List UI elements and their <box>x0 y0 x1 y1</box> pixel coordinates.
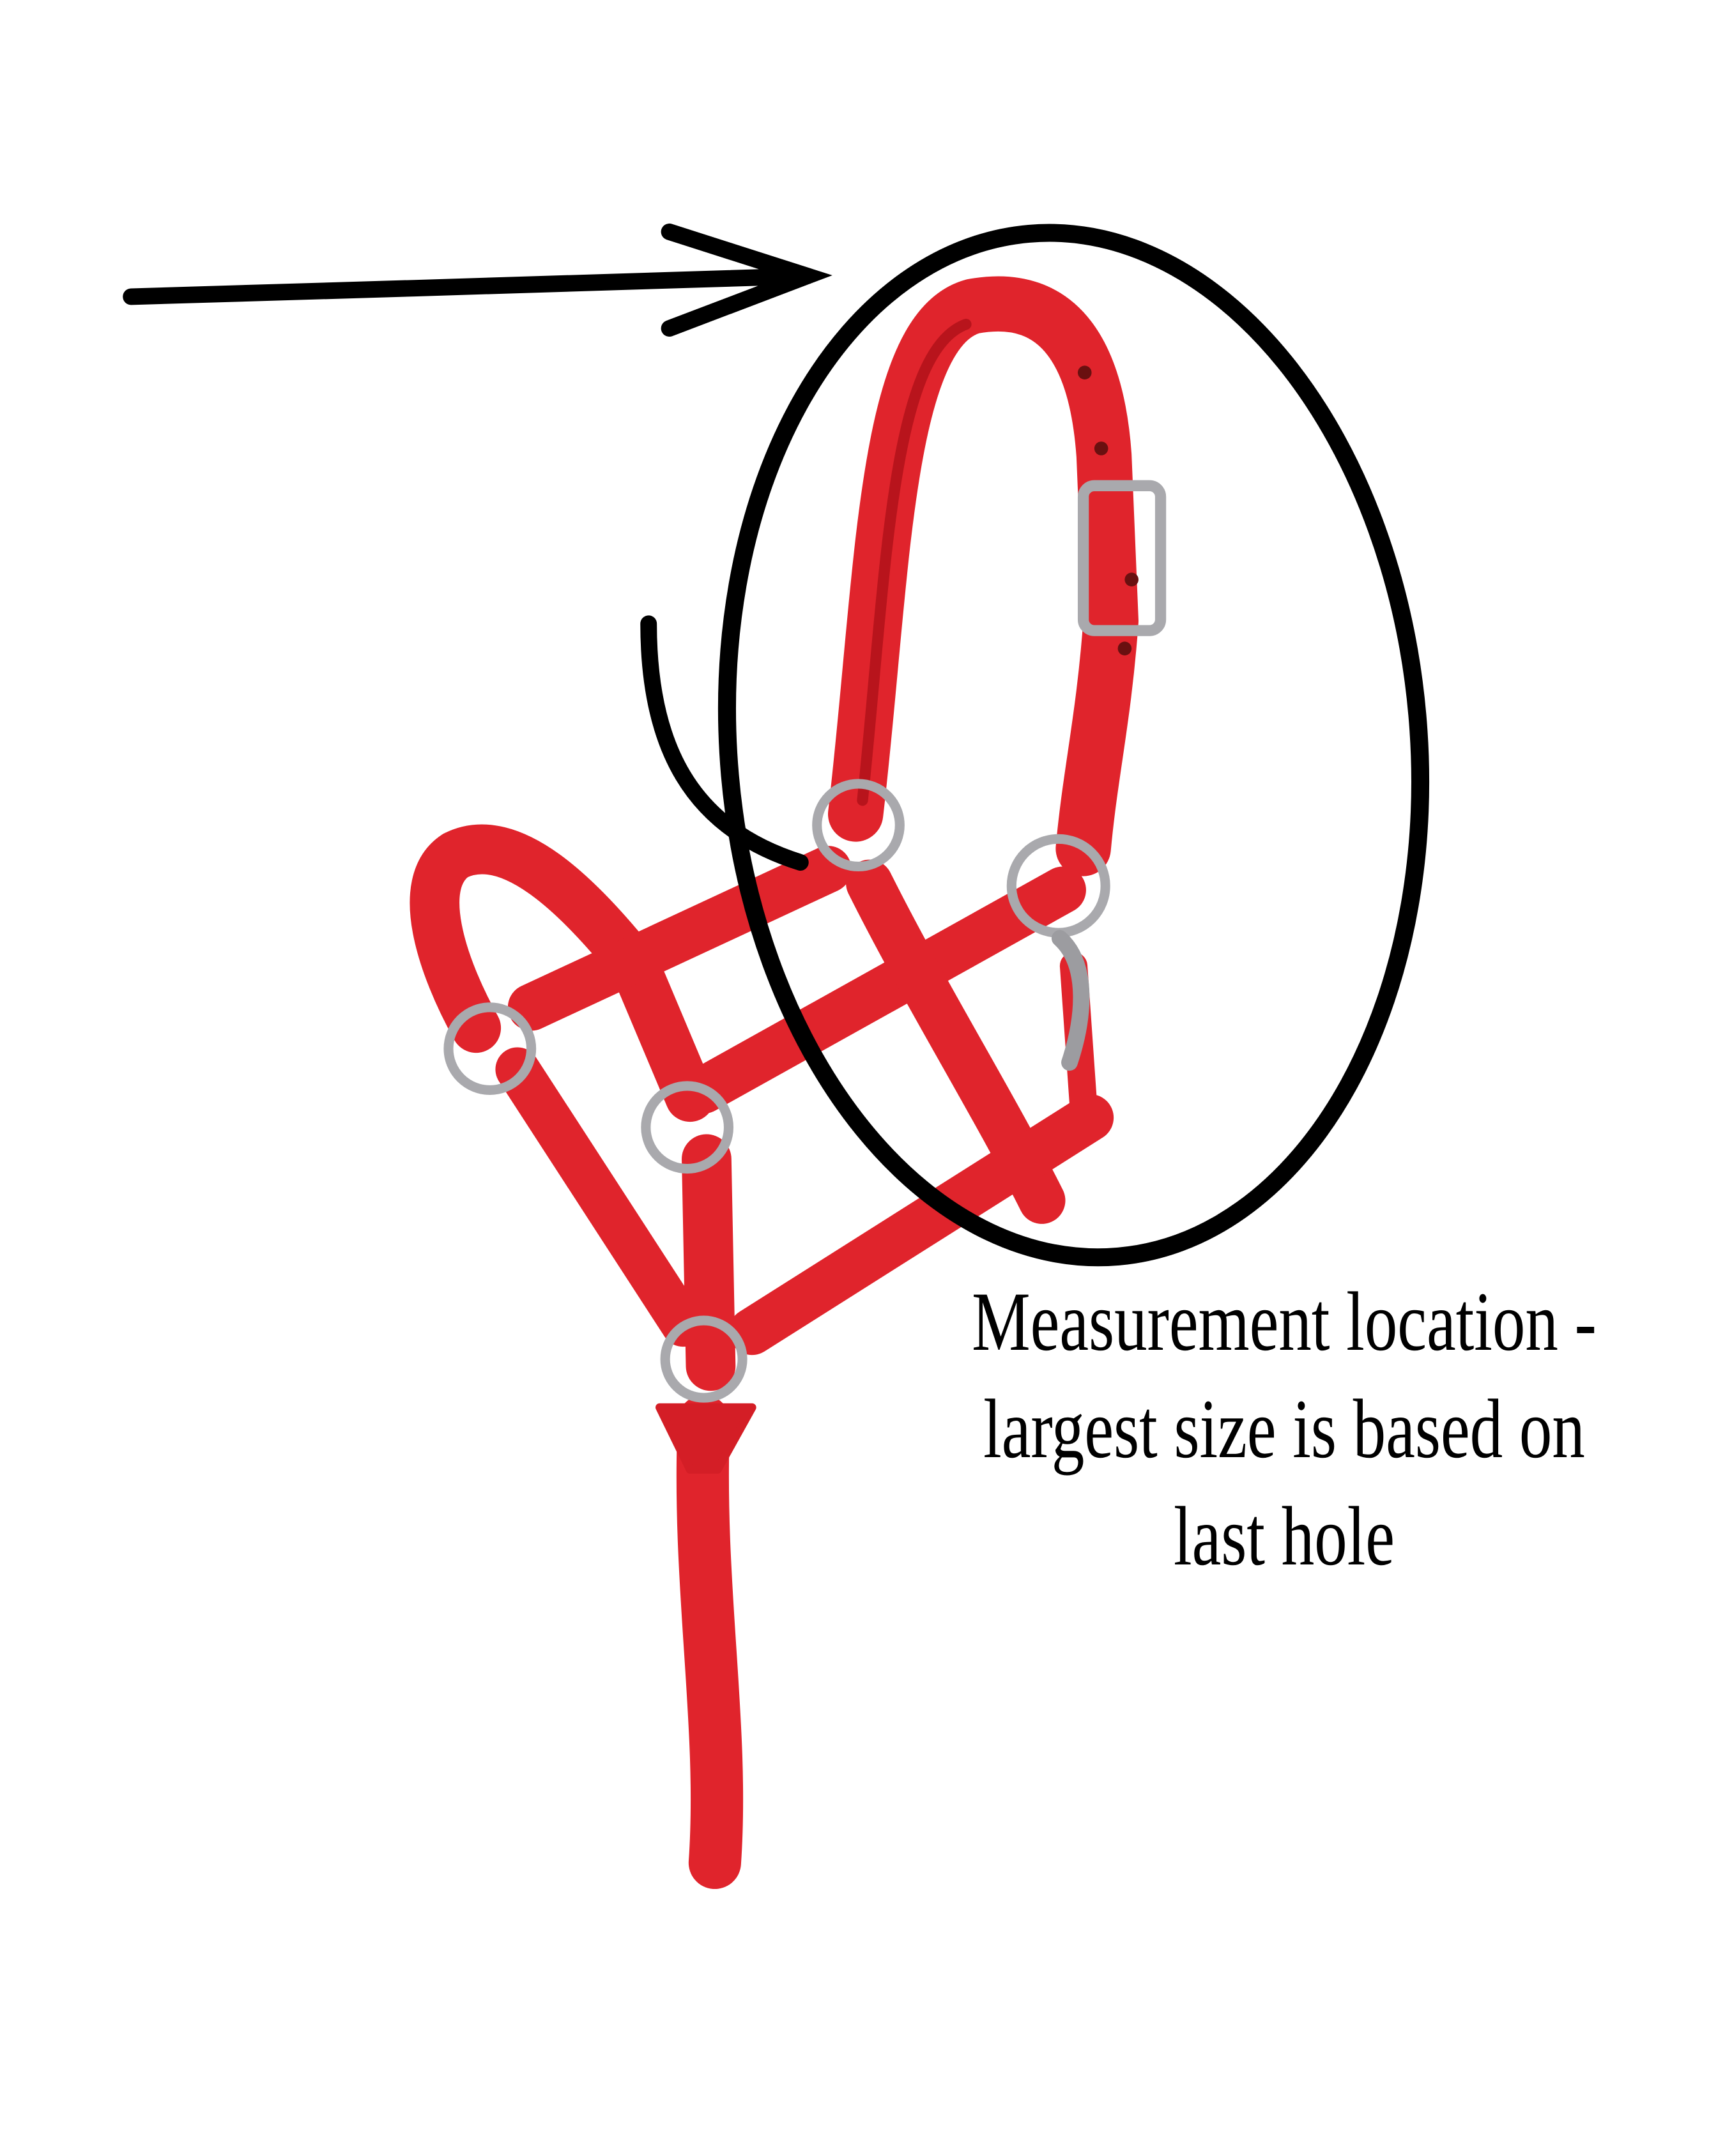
annotation <box>123 223 1430 1267</box>
rope-connector <box>656 1403 756 1474</box>
measurement-caption: Measurement location - largest size is b… <box>850 1268 1719 1590</box>
ellipse-overlap-stroke <box>640 615 809 871</box>
cheek-strap-lower <box>680 866 1086 1114</box>
side-strap-center <box>682 1134 736 1391</box>
lead-rope <box>676 1395 744 1890</box>
cheek-strap-upper <box>507 846 852 1031</box>
side-strap-left <box>495 1047 705 1347</box>
caption-line: last hole <box>1173 1489 1395 1583</box>
crown-strap <box>828 276 1139 876</box>
noseband <box>410 824 715 1122</box>
strap-holes <box>1077 365 1138 655</box>
chin-strap <box>728 1094 1114 1356</box>
arrow-right-icon <box>123 223 832 337</box>
snap-hook <box>1051 929 1090 1071</box>
caption-line: Measurement location - <box>972 1274 1597 1368</box>
caption-line: largest size is based on <box>983 1382 1585 1476</box>
halter <box>410 276 1167 1890</box>
highlight-ellipse <box>717 224 1430 1267</box>
buckle <box>1077 480 1167 636</box>
